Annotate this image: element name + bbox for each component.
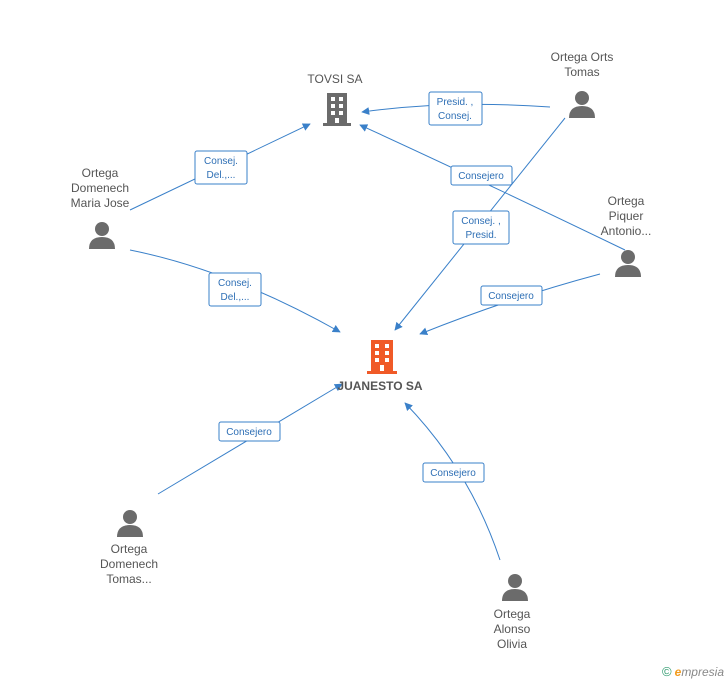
node-label: Ortega	[82, 166, 119, 180]
node-label: Antonio...	[601, 224, 652, 238]
edge-label[interactable]: Consej.	[218, 278, 252, 289]
edge-label[interactable]: Presid. ,	[437, 97, 474, 108]
edge-piquer-juanesto: Consejero	[419, 273, 601, 336]
node-label: TOVSI SA	[307, 72, 362, 86]
edge-label[interactable]: Consej.	[438, 111, 472, 122]
node-label: Maria Jose	[71, 196, 130, 210]
edge-orts-juanesto: Consej. , Presid.	[394, 117, 566, 331]
node-label: Alonso	[494, 622, 531, 636]
edge-label[interactable]: Del.,...	[207, 170, 236, 181]
node-label: Olivia	[497, 637, 527, 651]
node-label: Domenech	[100, 557, 158, 571]
person-icon	[569, 91, 595, 118]
footer-brand[interactable]: © empresia	[662, 664, 724, 679]
edge-label[interactable]: Presid.	[465, 230, 496, 241]
person-node-tomas[interactable]: Ortega Domenech Tomas...	[100, 510, 158, 586]
edge-label[interactable]: Consejero	[226, 427, 272, 438]
person-icon	[117, 510, 143, 537]
edge-tomas-juanesto: Consejero	[157, 383, 343, 495]
node-label: Tomas...	[106, 572, 151, 586]
node-label: Ortega	[494, 607, 531, 621]
edge-mariajose-tovsi: Consej. Del.,...	[129, 123, 311, 211]
edge-label[interactable]: Consejero	[430, 468, 476, 479]
person-node-orts[interactable]: Ortega Orts Tomas	[551, 50, 614, 118]
person-node-mariajose[interactable]: Ortega Domenech Maria Jose	[71, 166, 130, 249]
node-label: Ortega	[608, 194, 645, 208]
edge-label[interactable]: Consej.	[204, 156, 238, 167]
company-node-juanesto[interactable]: JUANESTO SA	[337, 340, 423, 393]
copyright-icon: ©	[662, 664, 672, 679]
node-label: Domenech	[71, 181, 129, 195]
person-icon	[502, 574, 528, 601]
node-label: Piquer	[609, 209, 644, 223]
building-icon	[367, 340, 397, 374]
node-label: Ortega	[111, 542, 148, 556]
brand-logo: empresia	[674, 664, 724, 679]
edge-label[interactable]: Consejero	[458, 171, 504, 182]
node-label: JUANESTO SA	[337, 379, 422, 393]
edge-olivia-juanesto: Consejero	[404, 402, 501, 561]
edge-label[interactable]: Consejero	[488, 291, 534, 302]
company-node-tovsi[interactable]: TOVSI SA	[307, 72, 363, 126]
edge-label[interactable]: Del.,...	[221, 292, 250, 303]
node-label: Ortega Orts	[551, 50, 614, 64]
edge-mariajose-juanesto: Consej. Del.,...	[129, 249, 341, 333]
person-icon	[615, 250, 641, 277]
person-node-olivia[interactable]: Ortega Alonso Olivia	[494, 574, 531, 651]
edge-label[interactable]: Consej. ,	[461, 216, 500, 227]
edge-orts-tovsi: Presid. , Consej.	[361, 91, 551, 126]
building-icon	[323, 93, 351, 126]
person-node-piquer[interactable]: Ortega Piquer Antonio...	[601, 194, 652, 277]
person-icon	[89, 222, 115, 249]
edge-piquer-tovsi: Consejero	[359, 124, 626, 251]
node-label: Tomas	[564, 65, 599, 79]
